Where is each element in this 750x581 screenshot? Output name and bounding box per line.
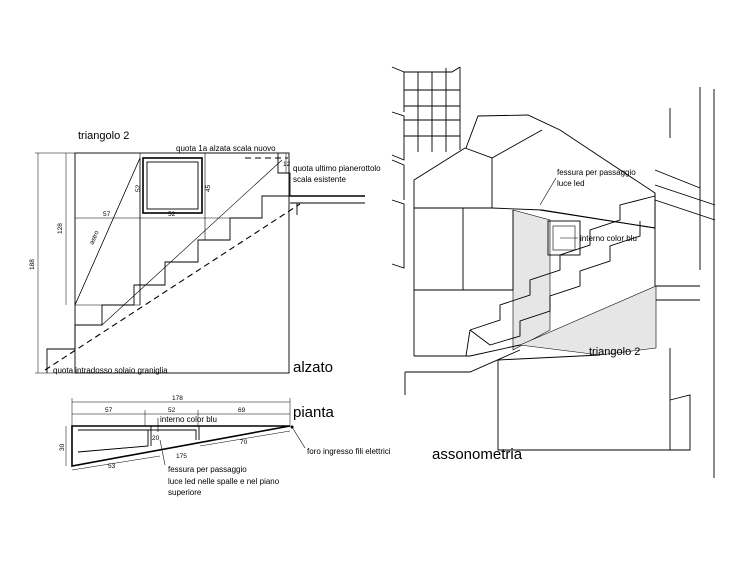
ax-window-box — [547, 220, 581, 256]
shade-triangle — [518, 285, 657, 356]
window-box-outer — [142, 157, 203, 214]
dim-box-height: 45 — [205, 184, 212, 192]
label-ax-triangle: triangolo 2 — [589, 346, 640, 358]
view-name-axonometric: assonometria — [432, 446, 523, 463]
ax-stairs — [469, 195, 656, 331]
label-first-riser: quota 1a alzata scala nuovo — [176, 144, 276, 153]
label-last-landing-2: scala esistente — [293, 175, 346, 184]
dim-overall-height: 188 — [29, 259, 36, 270]
label-ax-slot-1: fessura per passaggio — [557, 168, 636, 177]
dim-plan-depth: 30 — [59, 443, 66, 451]
dim-plan-inner: 20 — [152, 435, 160, 442]
elevation-frame — [74, 152, 290, 374]
label-ax-interior: interno color blu — [580, 234, 637, 243]
dim-diagonal: astro — [88, 229, 100, 245]
wire-hole — [290, 425, 294, 429]
elevation-view: triangolo 2 188 128 astro 57 52 52 45 — [29, 130, 381, 376]
dim-plan-seg-c: 69 — [238, 407, 246, 414]
dim-plan-bottom-right: 70 — [240, 439, 248, 446]
view-name-elevation: alzato — [293, 359, 333, 376]
dim-inner-height: 128 — [57, 223, 64, 234]
label-last-landing-1: quota ultimo pianerottolo — [293, 164, 381, 173]
plan-view: 178 57 52 69 20 30 53 175 70 interno col… — [59, 395, 391, 497]
dim-top-gap: 12 — [283, 161, 291, 168]
label-soffit: quota intradosso solaio graniglia — [53, 366, 168, 375]
dim-plan-seg-a: 57 — [105, 407, 113, 414]
step-line — [101, 159, 283, 326]
dim-box-width: 52 — [135, 184, 142, 192]
shade-left — [512, 209, 551, 351]
label-plan-interior: interno color blu — [160, 415, 217, 424]
dim-plan-bottom-left: 53 — [108, 463, 116, 470]
label-plan-slot-2: luce led nelle spalle e nel piano — [168, 477, 280, 486]
stair-profile — [46, 153, 291, 373]
dim-plan-total: 178 — [172, 395, 183, 402]
soffit-dashed-line — [44, 203, 301, 371]
label-plan-hole: foro ingresso fili elettrici — [307, 447, 391, 456]
elevation-title: triangolo 2 — [78, 130, 129, 142]
dim-plan-seg-b: 52 — [168, 407, 176, 414]
dim-span-right: 52 — [168, 211, 176, 218]
dim-plan-bottom-mid: 175 — [176, 453, 187, 460]
dim-span-left: 57 — [103, 211, 111, 218]
window-box-inner — [146, 161, 199, 210]
axonometric-view: fessura per passaggio luce led interno c… — [391, 66, 716, 478]
view-name-plan: pianta — [293, 404, 335, 421]
label-plan-slot-3: superiore — [168, 488, 202, 497]
plan-outline — [71, 425, 291, 467]
upper-slab — [413, 147, 493, 209]
label-ax-slot-2: luce led — [557, 179, 585, 188]
label-plan-slot-1: fessura per passaggio — [168, 465, 247, 474]
